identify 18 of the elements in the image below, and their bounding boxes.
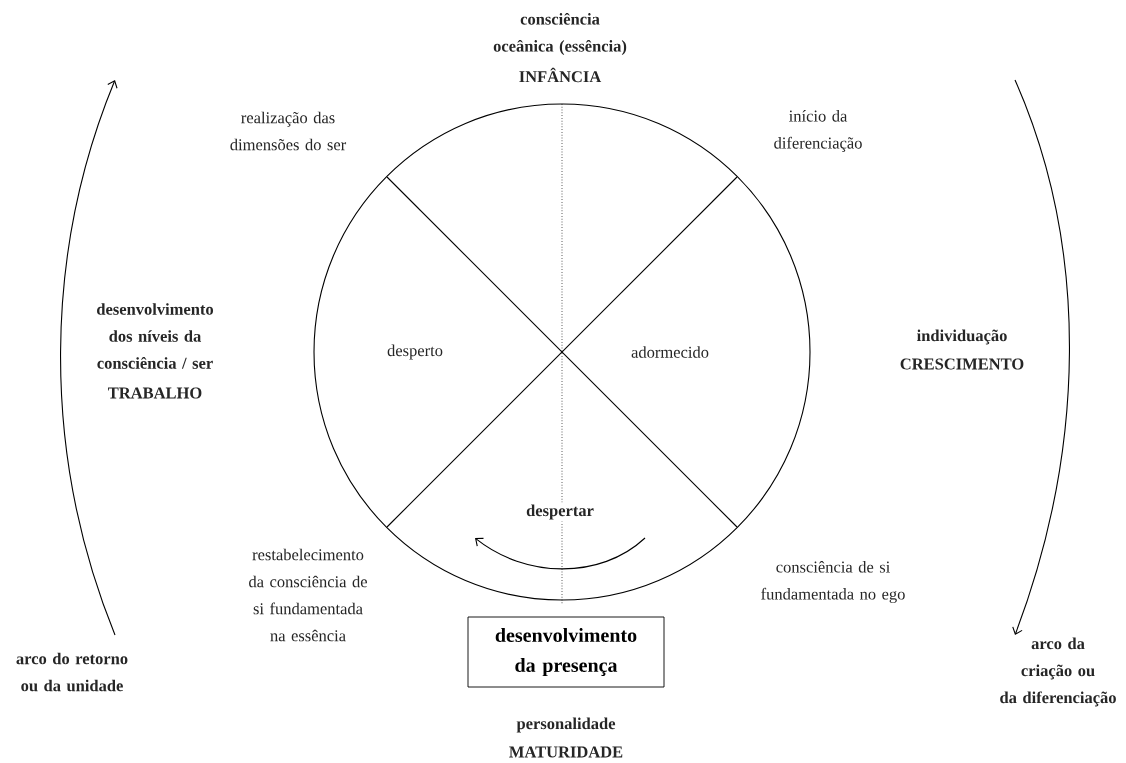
quadrant-label: despertar xyxy=(524,502,596,522)
quadrant-label: adormecido xyxy=(629,344,711,360)
arc-label: CRESCIMENTO xyxy=(900,358,1024,370)
heading-text: personalidade xyxy=(516,717,616,733)
arc-label: TRABALHO xyxy=(108,387,202,399)
heading-text: MATURIDADE xyxy=(509,746,623,758)
heading-text: INFÂNCIA xyxy=(519,67,602,83)
stage-label: realização das dimensões do ser xyxy=(230,111,347,151)
arc-label: individuação xyxy=(917,329,1007,345)
arc-label: desenvolvimento dos níveis da consciência / ser xyxy=(97,303,214,369)
arc-label: arco da criação ou da diferenciação xyxy=(1000,637,1116,707)
quadrant-label: desperto xyxy=(385,342,445,362)
boxed-text: desenvolvimento da presença xyxy=(467,616,665,688)
arc-label: arco do retorno ou da unidade xyxy=(16,652,128,692)
stage-label: início da diferenciação xyxy=(774,110,862,152)
stage-label: consciência de si fundamentada no ego xyxy=(761,561,905,604)
heading-text: consciência oceânica (essência) xyxy=(493,12,627,56)
stage-label: restabelecimento da consciência de si fundamentada na essência xyxy=(249,548,367,642)
